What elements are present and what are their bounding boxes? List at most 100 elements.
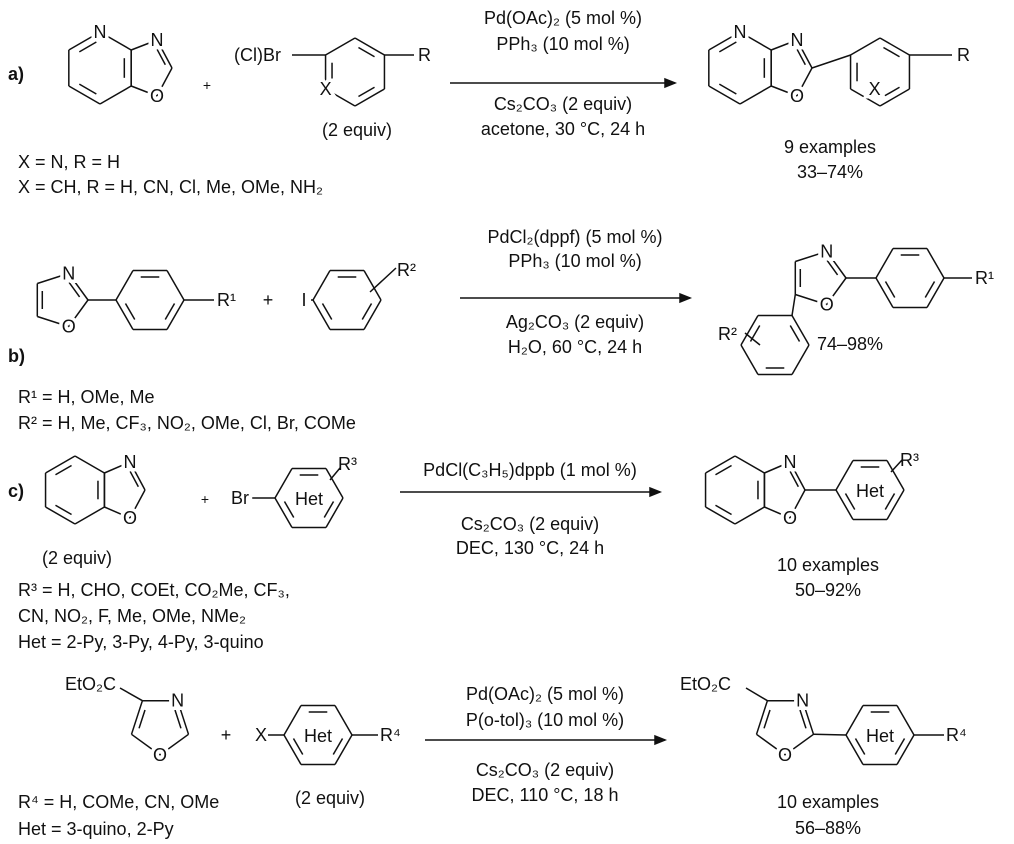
bond: [791, 294, 797, 316]
ring-bond: [115, 270, 134, 301]
scheme-label-a: a): [8, 64, 24, 84]
ring-bond: [363, 299, 382, 330]
scheme-a: a) N N O + (Cl)Br X R (2 equiv) Pd(OAc)₂…: [8, 8, 970, 197]
atom-x: X: [320, 79, 332, 99]
double-bond: [924, 281, 936, 298]
yield-range: 33–74%: [797, 162, 863, 182]
atom-o: O: [783, 508, 797, 528]
equiv-label: (2 equiv): [42, 548, 112, 568]
ring-bond: [74, 455, 105, 474]
atom-n: N: [124, 452, 137, 472]
scope-line: Het = 3-quino, 2-Py: [18, 819, 174, 839]
atom-n: N: [796, 691, 809, 711]
double-bond: [156, 49, 166, 66]
yield-range: 56–88%: [795, 818, 861, 838]
arrow-head: [649, 486, 663, 498]
atom-n: N: [62, 263, 75, 283]
double-bond: [164, 303, 176, 320]
atom-x: X: [255, 725, 267, 745]
ring-bond: [363, 270, 382, 301]
double-bond: [826, 259, 839, 276]
condition: DEC, 130 °C, 24 h: [456, 538, 604, 558]
ring-bond: [796, 67, 813, 97]
double-bond: [55, 504, 72, 516]
ring-bond: [896, 705, 915, 736]
double-bond: [799, 709, 807, 729]
ring-bond: [796, 39, 813, 69]
scheme-c2: EtO₂C N O + X Het R⁴ (2 equiv) Pd(OAc)₂ …: [18, 674, 967, 839]
ring-bond: [770, 39, 798, 51]
ring-bond: [739, 85, 772, 105]
double-bond: [292, 738, 304, 755]
scope-line: R¹ = H, OMe, Me: [18, 387, 155, 407]
ester-label: EtO₂C: [65, 674, 116, 694]
ring-bond: [45, 506, 76, 525]
double-bond: [715, 464, 732, 476]
ring-bond: [784, 733, 814, 756]
atom-n: N: [791, 30, 804, 50]
ring-bond: [845, 734, 864, 765]
ring-bond: [826, 277, 847, 306]
atom-o: O: [778, 745, 792, 765]
condition: acetone, 30 °C, 24 h: [481, 119, 645, 139]
ring-bond: [740, 344, 759, 375]
ring-bond: [312, 299, 331, 330]
bonds-layer: [36, 31, 972, 766]
ring-bond: [104, 461, 131, 474]
double-bond: [883, 46, 900, 58]
halide-label: (Cl)Br: [234, 45, 281, 65]
ring-bond: [850, 37, 881, 56]
ring-bond: [791, 315, 810, 346]
atom-n: N: [151, 30, 164, 50]
ring-bond: [99, 85, 132, 105]
ring-bond: [708, 31, 741, 51]
double-bond: [138, 709, 146, 729]
ring-bond: [770, 85, 798, 97]
ring-bond: [325, 468, 344, 499]
atom-n: N: [171, 691, 184, 711]
ring-bond: [274, 468, 293, 499]
double-bond: [715, 504, 732, 516]
r3-group: R³: [338, 454, 357, 474]
ring-bond: [835, 460, 854, 491]
scheme-b: b) N O R¹ + I R² PdCl₂(dppf) (5 mol %) P…: [8, 227, 994, 433]
ring-bond: [166, 270, 185, 301]
ring-bond: [166, 299, 185, 330]
ring-bond: [789, 461, 806, 491]
het-label: Het: [304, 726, 332, 746]
ring-bond: [926, 277, 945, 308]
ring-bond: [756, 733, 786, 756]
double-bond: [323, 501, 335, 518]
bond: [369, 267, 397, 293]
scope-line: R² = H, Me, CF₃, NO₂, OMe, Cl, Br, COMe: [18, 413, 356, 433]
condition: Pd(OAc)₂ (5 mol %): [484, 8, 642, 28]
double-bond: [358, 86, 375, 98]
ring-bond: [705, 455, 736, 474]
plus-sign: +: [221, 725, 232, 745]
atom-o: O: [150, 86, 164, 106]
ring-bond: [115, 299, 134, 330]
ring-bond: [104, 506, 131, 519]
double-bond: [358, 46, 375, 58]
plus-sign: +: [201, 491, 209, 507]
r4-group: R⁴: [946, 725, 967, 745]
condition: Cs₂CO₃ (2 equiv): [494, 94, 632, 114]
ring-bond: [274, 497, 293, 528]
ring-bond: [845, 705, 864, 736]
double-bond: [789, 471, 800, 488]
ring-bond: [354, 88, 385, 107]
yield-range: 50–92%: [795, 580, 861, 600]
scope-line: R⁴ = H, COMe, CN, OMe: [18, 792, 219, 812]
ring-bond: [879, 37, 910, 56]
ring-bond: [159, 733, 189, 756]
condition: PdCl₂(dppf) (5 mol %): [487, 227, 662, 247]
r4-group: R⁴: [380, 725, 401, 745]
ring-bond: [734, 455, 765, 474]
double-bond: [718, 41, 737, 53]
double-bond: [78, 41, 97, 53]
bond: [813, 733, 847, 736]
r-group: R: [418, 45, 431, 65]
condition: PPh₃ (10 mol %): [508, 251, 641, 271]
ring-bond: [68, 299, 89, 328]
